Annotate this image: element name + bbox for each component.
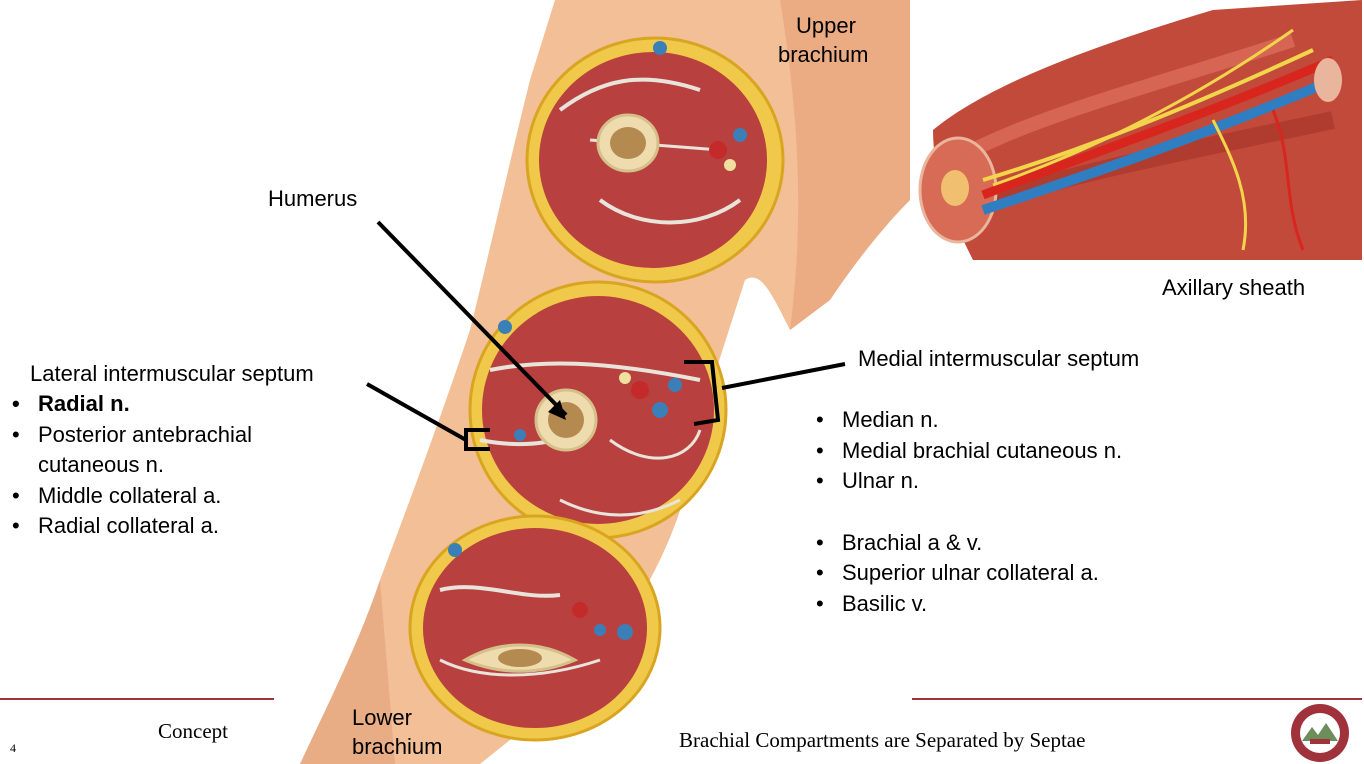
axillary-sheath-label: Axillary sheath — [1162, 275, 1306, 300]
lateral-septum-pointer — [366, 382, 467, 442]
lateral-septum-bracket — [464, 428, 490, 451]
lateral-septum-label: Lateral intermuscular septum — [30, 361, 314, 386]
list-item: Radial collateral a. — [8, 511, 252, 542]
upper-cross-section — [525, 36, 785, 284]
slide-title: Brachial Compartments are Separated by S… — [679, 728, 1086, 752]
list-item: Basilic v. — [812, 589, 1122, 620]
page-number: 4 — [10, 741, 16, 755]
humerus-label: Humerus — [268, 186, 358, 211]
lower-brachium-label: Lower — [352, 705, 412, 730]
medial-septum-bracket — [684, 360, 721, 426]
medial-septum-label: Medial intermuscular septum — [858, 346, 1140, 371]
upper-brachium-label: Upper — [796, 13, 856, 38]
lower-brachium-label-line2: brachium — [352, 734, 443, 759]
upper-brachium-label-line2: brachium — [778, 42, 869, 67]
list-item: Brachial a & v. — [812, 528, 1122, 559]
list-item: Median n. — [812, 405, 1122, 436]
list-item: Medial brachial cutaneous n. — [812, 436, 1122, 467]
list-item: Superior ulnar collateral a. — [812, 558, 1122, 589]
list-item: Posterior antebrachial cutaneous n. — [8, 420, 252, 481]
arm-cross-section-illustration — [300, 0, 910, 764]
lower-cross-section — [408, 514, 662, 742]
university-seal-logo — [1291, 704, 1349, 762]
lateral-compartment-list: Radial n. Posterior antebrachial cutaneo… — [8, 389, 252, 542]
footer-rule-left — [0, 698, 274, 700]
list-item: Radial n. — [8, 389, 252, 420]
middle-cross-section — [468, 280, 728, 540]
list-item: Ulnar n. — [812, 466, 1122, 497]
humerus-pointer-arrow — [376, 220, 568, 417]
medial-septum-pointer — [721, 362, 846, 390]
footer-rule-right — [912, 698, 1362, 700]
medial-compartment-list: Median n. Medial brachial cutaneous n. U… — [812, 405, 1122, 619]
section-label: Concept — [158, 719, 228, 743]
axillary-sheath-illustration — [913, 0, 1362, 260]
list-item: Middle collateral a. — [8, 481, 252, 512]
